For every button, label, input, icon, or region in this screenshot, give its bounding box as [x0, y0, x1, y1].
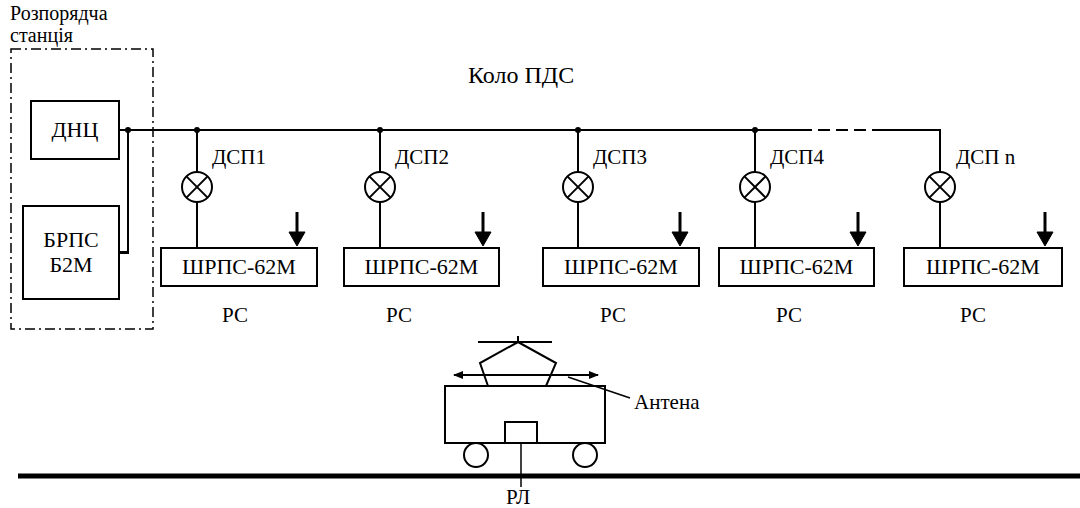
radio-unit-box: БРПС Б2М: [22, 205, 120, 300]
station-heading: Розпорядча станція: [10, 2, 130, 46]
station-label: РС: [600, 304, 626, 327]
box-text: ШРПС-62М: [740, 255, 854, 279]
box-text: ШРПС-62М: [182, 255, 296, 279]
station-label: РС: [960, 304, 986, 327]
bus-dashed: [800, 129, 872, 131]
station-radio-box: ШРПС-62М: [903, 247, 1063, 287]
lamp-label: ДСП3: [593, 146, 647, 169]
antenna-label: Антена: [634, 391, 699, 414]
radio-arrows: [289, 212, 1053, 246]
circuit-wire: [120, 130, 578, 253]
station-radio-box: ШРПС-62М: [160, 247, 318, 287]
circuit-wire: [120, 130, 940, 247]
radio-label: РЛ: [506, 486, 530, 508]
lamp-symbols: [182, 172, 955, 202]
lamp-label: ДСП1: [212, 146, 266, 169]
circuit-wire: [120, 130, 755, 247]
circuit-wire: [120, 130, 380, 253]
lamp-label: ДСП n: [956, 146, 1015, 169]
station-label: РС: [386, 304, 412, 327]
station-label: РС: [776, 304, 802, 327]
station-radio-box: ШРПС-62М: [343, 247, 500, 287]
circuit-wire: [120, 130, 755, 253]
junction-dots: [125, 127, 758, 133]
station-radio-box: ШРПС-62М: [718, 247, 875, 287]
circuit-wire: [120, 130, 380, 247]
station-label: РС: [222, 304, 248, 327]
box-text: ШРПС-62М: [365, 255, 479, 279]
box-text: ШРПС-62М: [926, 255, 1040, 279]
box-text: ШРПС-62М: [564, 255, 678, 279]
box-text: ДНЦ: [52, 118, 99, 142]
circuit-wire: [120, 130, 128, 253]
lamp-label: ДСП4: [770, 146, 824, 169]
dispatch-station-frame: Розпорядча станціяДНЦБРПС Б2М: [10, 48, 154, 330]
bus-gap: [800, 128, 872, 133]
circuit-wire: [120, 130, 940, 253]
locomotive: [18, 336, 1080, 487]
box-text: БРПС Б2М: [36, 228, 106, 276]
lamp-label: ДСП2: [395, 146, 449, 169]
circuit-wire: [120, 130, 578, 247]
circuit-label: Коло ПДС: [468, 62, 574, 88]
dispatcher-box: ДНЦ: [30, 100, 120, 160]
station-radio-box: ШРПС-62М: [542, 247, 700, 287]
